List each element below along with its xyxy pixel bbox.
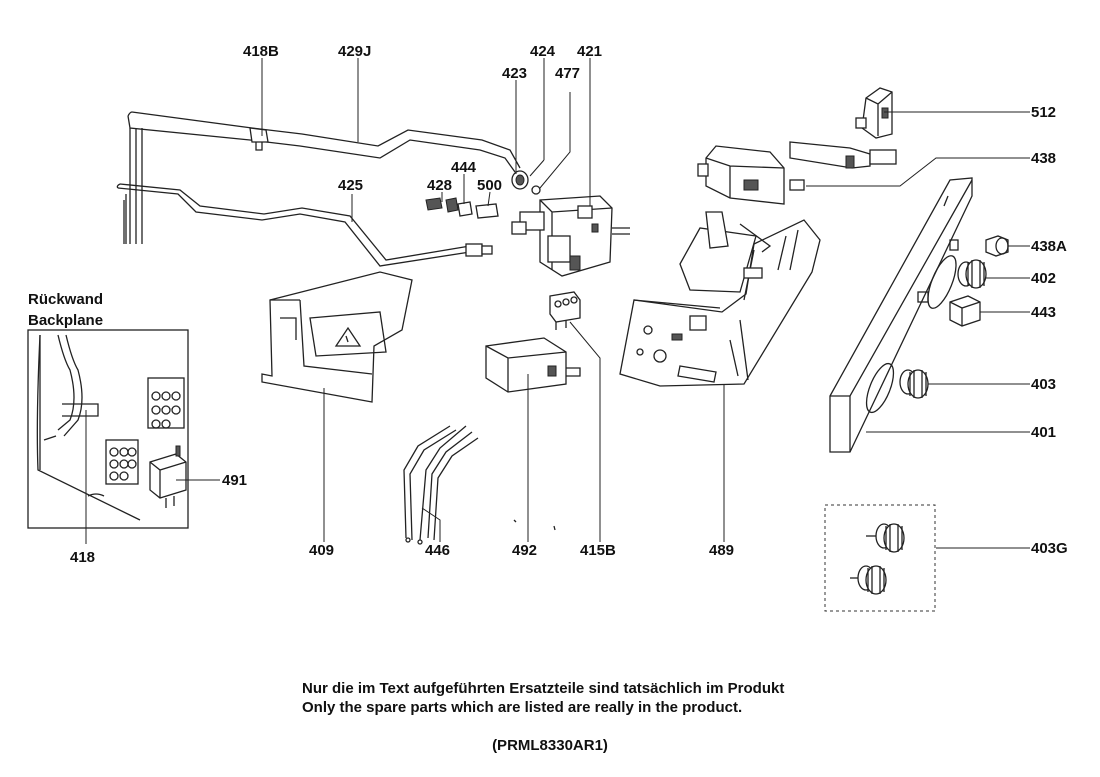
label-438A: 438A bbox=[1031, 238, 1067, 255]
label-409: 409 bbox=[309, 542, 334, 559]
label-477: 477 bbox=[555, 65, 580, 82]
part-512 bbox=[855, 87, 893, 139]
kit-403G bbox=[824, 504, 936, 612]
label-418B: 418B bbox=[243, 43, 279, 60]
label-489: 489 bbox=[709, 542, 734, 559]
transformer-492 bbox=[485, 337, 581, 393]
label-438: 438 bbox=[1031, 150, 1056, 167]
disclaimer-note: Nur die im Text aufgeführten Ersatzteile… bbox=[0, 679, 1100, 717]
pipe-429J bbox=[123, 111, 521, 244]
label-403: 403 bbox=[1031, 376, 1056, 393]
label-446: 446 bbox=[425, 542, 450, 559]
label-492: 492 bbox=[512, 542, 537, 559]
pipe-425 bbox=[116, 183, 493, 267]
inset-terminal-block-lower bbox=[105, 439, 139, 485]
knob-403 bbox=[899, 369, 929, 399]
button-438A bbox=[985, 235, 1009, 257]
misc-marks bbox=[513, 519, 556, 531]
disclaimer-note-en: Only the spare parts which are listed ar… bbox=[302, 699, 743, 716]
pcb-489 bbox=[619, 211, 821, 387]
cover-409 bbox=[261, 271, 413, 403]
label-418: 418 bbox=[70, 549, 95, 566]
label-423: 423 bbox=[502, 65, 527, 82]
fitting-parts-cluster bbox=[425, 170, 541, 219]
pipes-446 bbox=[403, 425, 479, 545]
leader-lines bbox=[85, 58, 1030, 549]
inset-terminal-block-upper bbox=[147, 377, 185, 429]
knob-443 bbox=[949, 295, 981, 327]
inset-title-de: Rückwand bbox=[28, 291, 103, 308]
switch-438 bbox=[697, 141, 897, 205]
label-401: 401 bbox=[1031, 424, 1056, 441]
label-402: 402 bbox=[1031, 270, 1056, 287]
inset-title-en: Backplane bbox=[28, 312, 103, 329]
panel-401 bbox=[829, 177, 973, 453]
inset-relay-491 bbox=[149, 445, 187, 508]
disclaimer-note-de: Nur die im Text aufgeführten Ersatzteile… bbox=[302, 680, 785, 697]
label-403G: 403G bbox=[1031, 540, 1068, 557]
pipe-425-fitting bbox=[465, 243, 493, 257]
label-425: 425 bbox=[338, 177, 363, 194]
label-424: 424 bbox=[530, 43, 556, 60]
label-491: 491 bbox=[222, 472, 247, 489]
part-labels: 418B 429J 424 421 423 477 444 428 500 42… bbox=[28, 43, 1068, 566]
connector-415B bbox=[549, 291, 581, 330]
label-421: 421 bbox=[577, 43, 602, 60]
label-500: 500 bbox=[477, 177, 502, 194]
gas-valve-421 bbox=[511, 195, 630, 277]
backplane-inset bbox=[27, 329, 189, 529]
label-444: 444 bbox=[451, 159, 477, 176]
label-512: 512 bbox=[1031, 104, 1056, 121]
label-428: 428 bbox=[427, 177, 452, 194]
label-415B: 415B bbox=[580, 542, 616, 559]
model-code: (PRML8330AR1) bbox=[492, 737, 608, 754]
label-443: 443 bbox=[1031, 304, 1056, 321]
clip-418B bbox=[249, 127, 269, 151]
knob-402 bbox=[957, 259, 987, 289]
label-429J: 429J bbox=[338, 43, 371, 60]
